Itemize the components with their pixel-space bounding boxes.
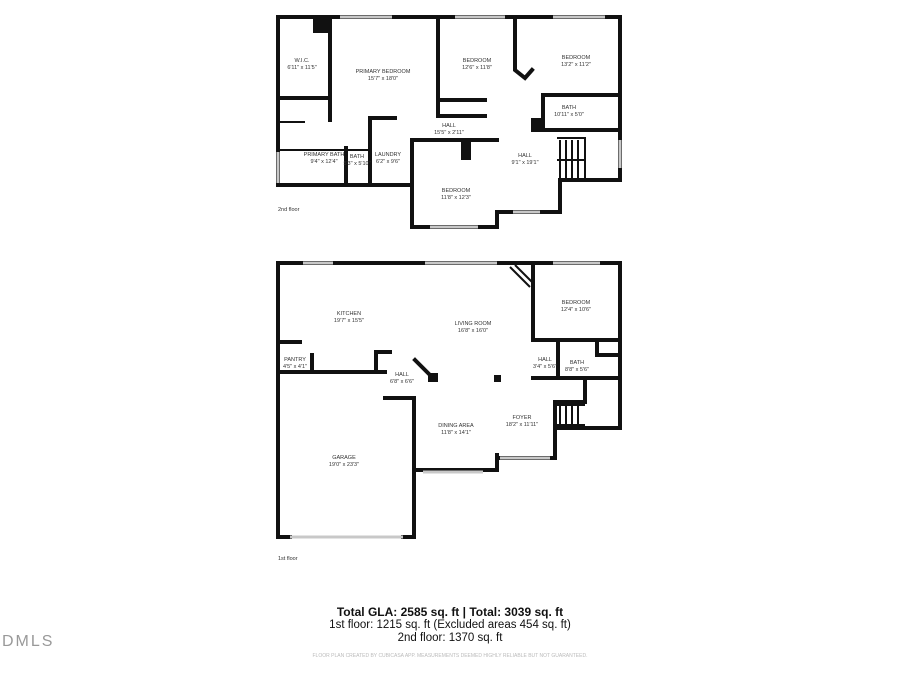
room-hall: HALL — [442, 123, 456, 129]
room-dims: 12'4" x 10'6" — [561, 307, 591, 313]
room-dims: 16'8" x 16'0" — [458, 328, 488, 334]
room-bath: BATH — [350, 154, 364, 160]
room-dims: 10'11" x 5'0" — [554, 112, 584, 118]
room-hall: HALL — [518, 153, 532, 159]
room-bedroom: BEDROOM — [562, 300, 591, 306]
room-bedroom: BEDROOM — [442, 188, 471, 194]
room-labels-1: KITCHEN 19'7" x 15'5" LIVING ROOM 16'8" … — [283, 300, 591, 468]
room-dining-area: DINING AREA — [438, 423, 474, 429]
room-primary-bedroom: PRIMARY BEDROOM — [356, 69, 411, 75]
room-dims: 4'5" x 4'1" — [283, 364, 307, 370]
room-dims: 15'7" x 18'0" — [368, 76, 398, 82]
total-area: Total GLA: 2585 sq. ft | Total: 3039 sq.… — [336, 605, 564, 619]
room-dims: 6'2" x 9'6" — [376, 159, 400, 165]
room-garage: GARAGE — [332, 455, 356, 461]
room-dims: 9'1" x 19'1" — [511, 160, 538, 166]
room-hall: HALL — [395, 372, 409, 378]
room-labels-2: W.I.C. 6'11" x 11'5" PRIMARY BEDROOM 15'… — [287, 55, 591, 201]
second-floor-area: 2nd floor: 1370 sq. ft — [397, 632, 503, 644]
disclaimer: FLOOR PLAN CREATED BY CUBICASA APP. MEAS… — [312, 653, 588, 659]
dmls-logo: DMLS — [2, 633, 55, 650]
room-dims: 12'6" x 11'8" — [462, 65, 492, 71]
room-pantry: PANTRY — [284, 357, 306, 363]
room-foyer: FOYER — [513, 415, 532, 421]
floor-2-label: 2nd floor — [278, 207, 300, 213]
room-dims: 19'7" x 15'5" — [334, 318, 364, 324]
room-laundry: LAUNDRY — [375, 152, 402, 158]
room-dims: 11'8" x 12'3" — [441, 195, 471, 201]
room-bath: BATH — [562, 105, 576, 111]
floor-1-label: 1st floor — [278, 556, 298, 562]
room-dims: 6'8" x 6'6" — [390, 379, 414, 385]
room-dims: 13'2" x 11'2" — [561, 62, 591, 68]
room-dims: 15'5" x 2'11" — [434, 130, 464, 136]
room-bedroom: BEDROOM — [562, 55, 591, 61]
room-dims: 11'8" x 14'1" — [441, 430, 471, 436]
room-dims: 9'4" x 12'4" — [310, 159, 337, 165]
first-floor-area: 1st floor: 1215 sq. ft (Excluded areas 4… — [329, 619, 571, 631]
room-dims: 6'11" x 11'5" — [287, 65, 316, 71]
room-dims: 18'2" x 11'11" — [506, 422, 538, 428]
room-hall: HALL — [538, 357, 552, 363]
room-primary-bath: PRIMARY BATH — [304, 152, 345, 158]
room-dims: 3'4" x 5'6" — [533, 364, 557, 370]
room-wic: W.I.C. — [295, 58, 310, 64]
room-living-room: LIVING ROOM — [455, 321, 492, 327]
room-dims: 5'3" x 5'10" — [343, 161, 370, 167]
room-kitchen: KITCHEN — [337, 311, 361, 317]
room-dims: 8'8" x 5'6" — [565, 367, 589, 373]
floor-plan: 2nd floor W.I.C. 6'11" x 11'5" PRIMARY B… — [276, 15, 622, 562]
room-bedroom: BEDROOM — [463, 58, 492, 64]
room-dims: 19'0" x 23'3" — [329, 462, 359, 468]
floor-1-plan: 1st floor KITCHEN 19'7" x 15'5" LIVING R… — [276, 261, 622, 562]
floor-2-plan: 2nd floor W.I.C. 6'11" x 11'5" PRIMARY B… — [276, 15, 622, 229]
room-bath: BATH — [570, 360, 584, 366]
